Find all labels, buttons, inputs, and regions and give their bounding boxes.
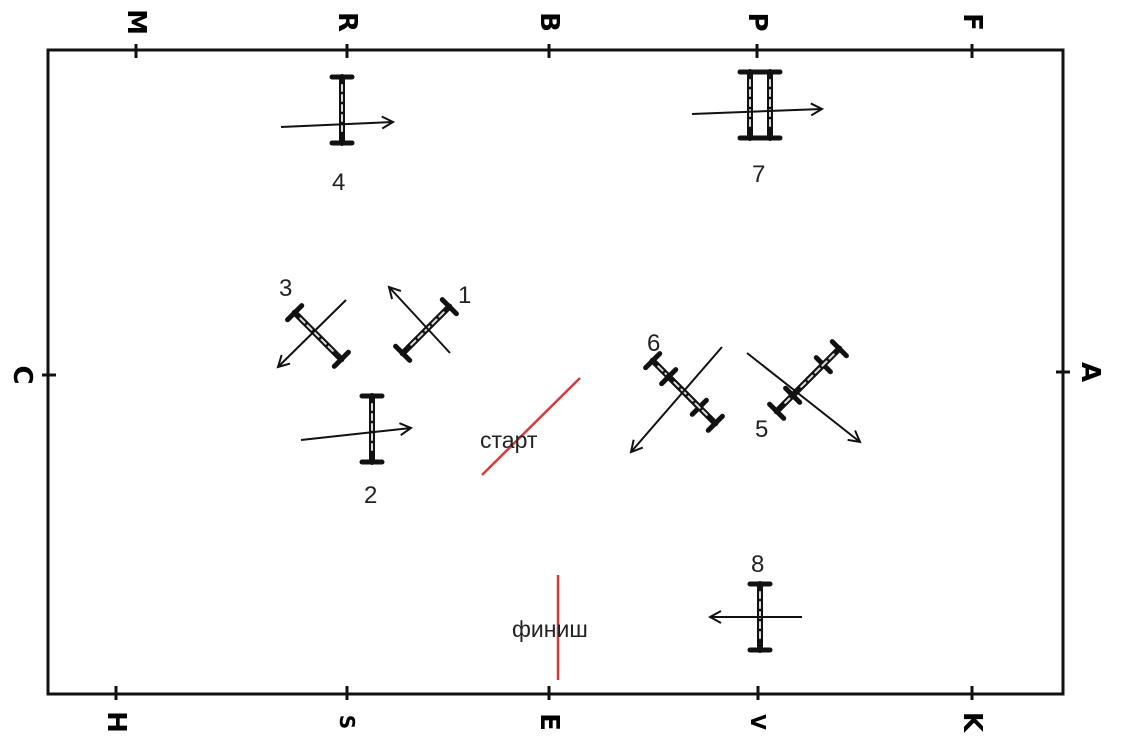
start-line <box>481 377 581 476</box>
obstacle-number-7: 7 <box>752 161 765 188</box>
obstacle-2 <box>300 396 411 462</box>
obstacle-7 <box>691 72 822 138</box>
obstacle-number-4: 4 <box>332 169 345 196</box>
marker-k: K <box>957 712 987 733</box>
obstacle-5 <box>746 342 860 442</box>
marker-e: E <box>534 713 564 731</box>
marker-b: B <box>534 12 564 32</box>
obstacle-number-3: 3 <box>279 275 292 302</box>
marker-m: M <box>121 9 151 35</box>
obstacle-8 <box>710 584 802 650</box>
obstacle-4 <box>280 77 393 143</box>
marker-a: A <box>1075 362 1105 382</box>
obstacle-number-6: 6 <box>647 330 660 357</box>
obstacle-1 <box>389 287 456 360</box>
marker-p: P <box>742 12 772 31</box>
obstacle-6 <box>631 346 722 452</box>
finish-label: финиш <box>512 616 588 642</box>
marker-c: C <box>7 365 37 384</box>
marker-v: V <box>746 714 770 730</box>
obstacle-number-1: 1 <box>458 282 471 309</box>
marker-f: F <box>957 13 987 31</box>
marker-ticks <box>42 44 1070 700</box>
obstacle-number-2: 2 <box>364 482 377 509</box>
obstacle-number-8: 8 <box>751 551 764 578</box>
marker-s: S <box>335 715 359 729</box>
arena-boundary <box>46 48 1065 696</box>
obstacle-3 <box>278 299 348 367</box>
obstacle-number-5: 5 <box>755 416 768 443</box>
marker-h: H <box>101 711 131 733</box>
start-label: старт <box>480 427 538 453</box>
marker-r: R <box>332 12 362 32</box>
